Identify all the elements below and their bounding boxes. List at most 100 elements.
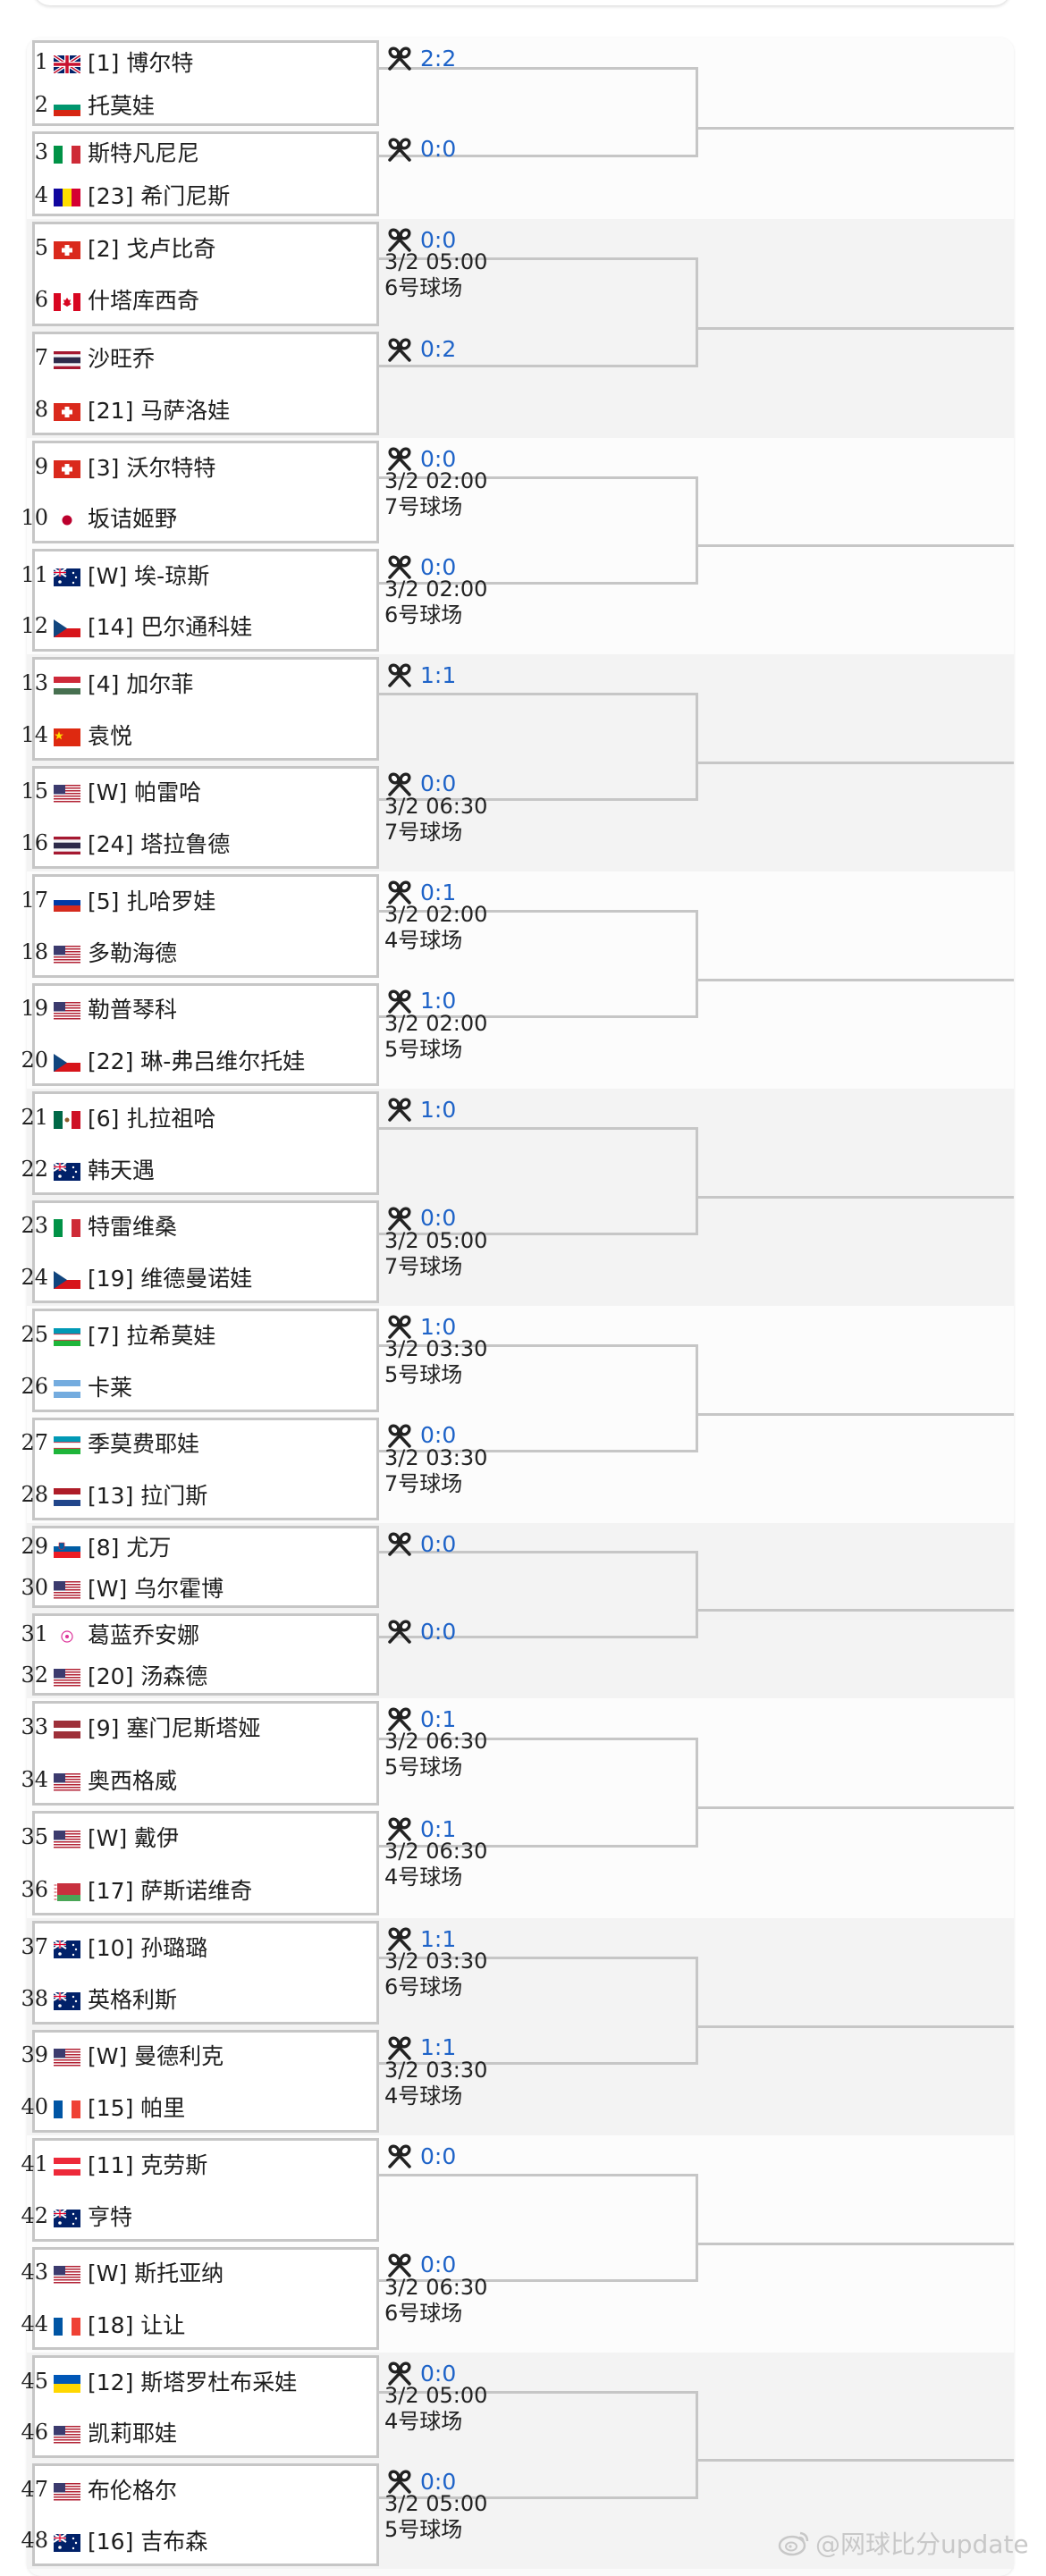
- player-row[interactable]: 40[15] 帕里: [16, 2081, 185, 2133]
- player-row[interactable]: 35[W] 戴伊: [16, 1811, 179, 1863]
- player-row[interactable]: 20[22] 琳-弗吕维尔托娃: [16, 1034, 305, 1086]
- match-score[interactable]: 0:0: [386, 136, 456, 163]
- player-name: 凯莉耶娃: [88, 2420, 178, 2447]
- player-row[interactable]: 28[13] 拉门斯: [16, 1469, 207, 1520]
- score-text: 0:0: [420, 2252, 457, 2277]
- player-row[interactable]: 25[7] 拉希莫娃: [16, 1309, 215, 1360]
- crossed-rackets-icon: [386, 2142, 413, 2169]
- player-row[interactable]: 24[19] 维德曼诺娃: [16, 1251, 252, 1303]
- crossed-rackets-icon: [386, 2252, 413, 2278]
- player-pair-box: [32, 2029, 379, 2133]
- player-row[interactable]: 32[20] 汤森德: [16, 1649, 207, 1701]
- player-name: [16] 吉布森: [88, 2529, 208, 2555]
- match-score[interactable]: 1:1: [386, 1925, 456, 1952]
- match-court: 7号球场: [384, 819, 463, 845]
- match-score[interactable]: 0:0: [386, 1618, 456, 1645]
- match-score[interactable]: 0:0: [386, 2252, 456, 2278]
- match-connector: [379, 2390, 698, 2499]
- match-score[interactable]: 0:0: [386, 553, 456, 580]
- player-row[interactable]: 9[3] 沃尔特特: [16, 441, 216, 492]
- match-court: 4号球场: [384, 928, 463, 953]
- player-name: [18] 让让: [88, 2312, 186, 2339]
- player-row[interactable]: 48[16] 吉布森: [16, 2514, 207, 2566]
- player-row[interactable]: 41[11] 克劳斯: [16, 2138, 207, 2190]
- player-name: 托莫娃: [88, 92, 156, 119]
- match-score[interactable]: 0:0: [386, 2360, 456, 2387]
- player-row[interactable]: 33[9] 塞门尼斯塔娅: [16, 1701, 260, 1753]
- match-score[interactable]: 0:0: [386, 2142, 456, 2169]
- score-text: 1:0: [420, 1096, 457, 1123]
- score-text: 2:2: [420, 45, 457, 72]
- match-score[interactable]: 0:2: [386, 336, 456, 363]
- player-row[interactable]: 17[5] 扎哈罗娃: [16, 874, 215, 926]
- match-score[interactable]: 1:1: [386, 2034, 456, 2061]
- player-row[interactable]: 16[24] 塔拉鲁德: [16, 817, 230, 869]
- player-row[interactable]: 12[14] 巴尔通科娃: [16, 600, 252, 652]
- player-row[interactable]: 43[W] 斯托亚纳: [16, 2246, 224, 2298]
- mx-flag-icon: [54, 1108, 80, 1129]
- player-row[interactable]: 11[W] 埃-琼斯: [16, 549, 209, 601]
- player-name: [21] 马萨洛娃: [88, 397, 231, 424]
- player-name: [20] 汤森德: [88, 1663, 208, 1689]
- match-score[interactable]: 0:0: [386, 226, 456, 253]
- draw-position: 12: [21, 613, 48, 639]
- match-score[interactable]: 0:0: [386, 2468, 456, 2495]
- match-score[interactable]: 0:1: [386, 879, 456, 905]
- match-score[interactable]: 0:0: [386, 1530, 456, 1557]
- player-row[interactable]: 15[W] 帕雷哈: [16, 765, 201, 817]
- player-row[interactable]: 39[W] 曼德利克: [16, 2029, 224, 2081]
- ca-flag-icon: [54, 290, 80, 312]
- player-row[interactable]: 13[4] 加尔菲: [16, 657, 193, 709]
- match-score[interactable]: 1:0: [386, 1096, 456, 1123]
- match-score[interactable]: 0:0: [386, 445, 456, 472]
- player-row[interactable]: 8[21] 马萨洛娃: [16, 383, 231, 435]
- match-score[interactable]: 0:0: [386, 1205, 456, 1232]
- match-score[interactable]: 0:1: [386, 1705, 456, 1732]
- draw-position: 37: [21, 1933, 48, 1959]
- player-row[interactable]: 45[12] 斯塔罗杜布采娃: [16, 2355, 297, 2407]
- player-pair-box: [32, 874, 379, 978]
- player-row[interactable]: 4[23] 希门尼斯: [16, 169, 231, 221]
- player-row[interactable]: 37[10] 孙璐璐: [16, 1921, 207, 1973]
- player-row[interactable]: 5[2] 戈卢比奇: [16, 222, 216, 274]
- match-score[interactable]: 0:0: [386, 1422, 456, 1449]
- player-pair-box: [32, 765, 379, 869]
- player-pair-box: [32, 2463, 379, 2566]
- match-score[interactable]: 2:2: [386, 45, 456, 72]
- player-row[interactable]: 21[6] 扎拉祖哈: [16, 1091, 215, 1143]
- match-score[interactable]: 1:0: [386, 1313, 456, 1340]
- match-score[interactable]: 0:1: [386, 1815, 456, 1842]
- match-score[interactable]: 0:0: [386, 770, 456, 797]
- player-row[interactable]: 36[17] 萨斯诺维奇: [16, 1864, 252, 1915]
- player-row[interactable]: 29[8] 尤万: [16, 1520, 171, 1572]
- player-row[interactable]: 44[18] 让让: [16, 2298, 185, 2350]
- match-score[interactable]: 1:0: [386, 988, 456, 1014]
- score-text: 0:1: [420, 1815, 457, 1842]
- match-connector: [379, 909, 698, 1019]
- player-row[interactable]: 1[1] 博尔特: [16, 36, 194, 88]
- player-row[interactable]: 30[W] 乌尔霍博: [16, 1562, 224, 1613]
- match-score[interactable]: 1:1: [386, 661, 456, 688]
- draw-position: 38: [21, 1985, 48, 2011]
